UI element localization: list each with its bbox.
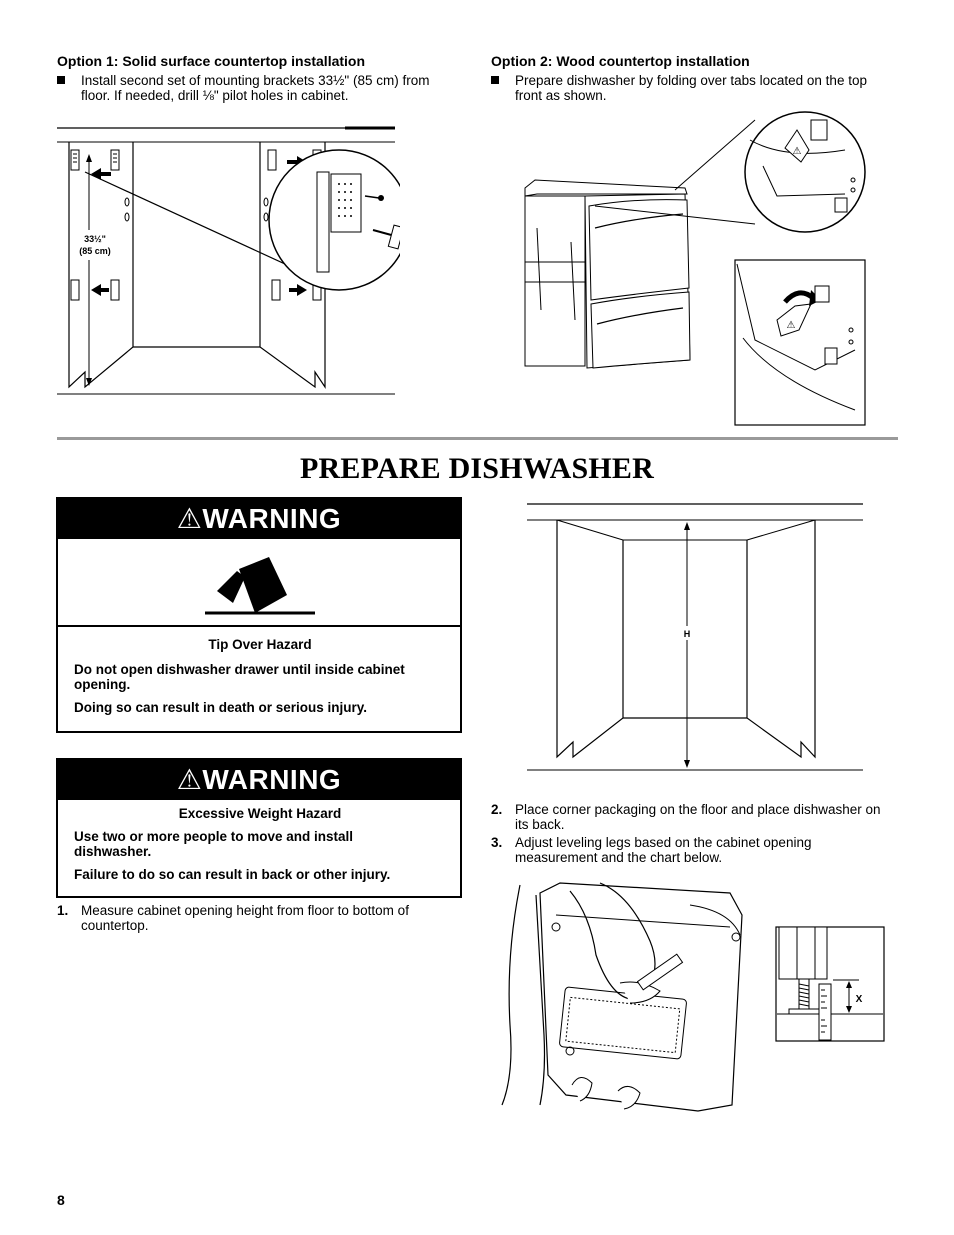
section-title: PREPARE DISHWASHER (300, 452, 654, 485)
warning-line: Failure to do so can result in back or o… (74, 867, 391, 882)
step-1: 1. Measure cabinet opening height from f… (57, 903, 457, 935)
svg-text:⚠: ⚠ (793, 146, 802, 157)
step-2: 2. Place corner packaging on the floor a… (491, 802, 901, 834)
hazard-title: Tip Over Hazard (208, 637, 312, 652)
dim-label-cm: (85 cm) (79, 246, 111, 256)
warning-line: Use two or more people to move and insta… (74, 829, 354, 844)
warning-header: ⚠WARNING (58, 499, 460, 539)
step-text-line2: countertop. (81, 918, 149, 933)
step-3: 3. Adjust leveling legs based on the cab… (491, 835, 901, 867)
option2-bullet: Prepare dishwasher by folding over tabs … (491, 73, 901, 105)
warning-triangle-icon: ⚠ (176, 503, 203, 534)
step-number: 2. (491, 802, 503, 817)
option2-dishwasher-figure: ⚠ ⚠ (524, 111, 866, 426)
warning-header: ⚠WARNING (58, 760, 460, 800)
step-number: 3. (491, 835, 503, 850)
warning-tip-over-box: ⚠WARNING Tip Over Hazard Do not open dis… (56, 497, 462, 733)
step-text-line1: Place corner packaging on the floor and … (515, 802, 881, 817)
warning-triangle-icon: ⚠ (176, 764, 203, 795)
step-number: 1. (57, 903, 69, 918)
warning-heading: WARNING (202, 764, 342, 795)
bullet-square-icon (491, 76, 499, 84)
option2-bullet-line2: front as shown. (515, 88, 607, 103)
cabinet-opening-figure: H (527, 503, 863, 771)
warning-heading: WARNING (202, 503, 342, 534)
x-label: X (856, 994, 863, 1005)
option1-bullet-line2: floor. If needed, drill ⅛" pilot holes i… (81, 88, 349, 103)
step-text-line2: measurement and the chart below. (515, 850, 723, 865)
warning-weight-box: ⚠WARNING Excessive Weight Hazard Use two… (56, 758, 462, 898)
bullet-square-icon (57, 76, 65, 84)
warning-line: Doing so can result in death or serious … (74, 700, 368, 715)
svg-text:⚠: ⚠ (787, 320, 796, 331)
page-number: 8 (57, 1192, 65, 1208)
option1-bullet-line1: Install second set of mounting brackets … (81, 73, 430, 88)
warning-line: dishwasher. (74, 844, 152, 859)
warning-line: Do not open dishwasher drawer until insi… (74, 662, 405, 677)
screwdriver-icon (372, 224, 400, 250)
dim-label-inches: 33½" (84, 234, 106, 244)
option2-bullet-line1: Prepare dishwasher by folding over tabs … (515, 73, 867, 88)
height-label: H (684, 629, 691, 639)
option2-title: Option 2: Wood countertop installation (491, 53, 750, 69)
hazard-title: Excessive Weight Hazard (178, 806, 342, 821)
step-text-line2: its back. (515, 817, 565, 832)
step-text-line1: Adjust leveling legs based on the cabine… (515, 835, 812, 850)
option1-bullet: Install second set of mounting brackets … (57, 73, 457, 105)
tip-over-pictogram-area (58, 539, 460, 627)
section-divider (57, 437, 898, 440)
warning-line: opening. (74, 677, 131, 692)
option1-title: Option 1: Solid surface countertop insta… (57, 53, 366, 69)
tip-over-icon (205, 557, 315, 615)
adjust-leveling-legs-figure (501, 882, 743, 1112)
option1-cabinet-figure: 33½" (85 cm) (57, 126, 400, 395)
step-text-line1: Measure cabinet opening height from floo… (81, 903, 409, 918)
leg-height-inset: X (775, 926, 885, 1042)
